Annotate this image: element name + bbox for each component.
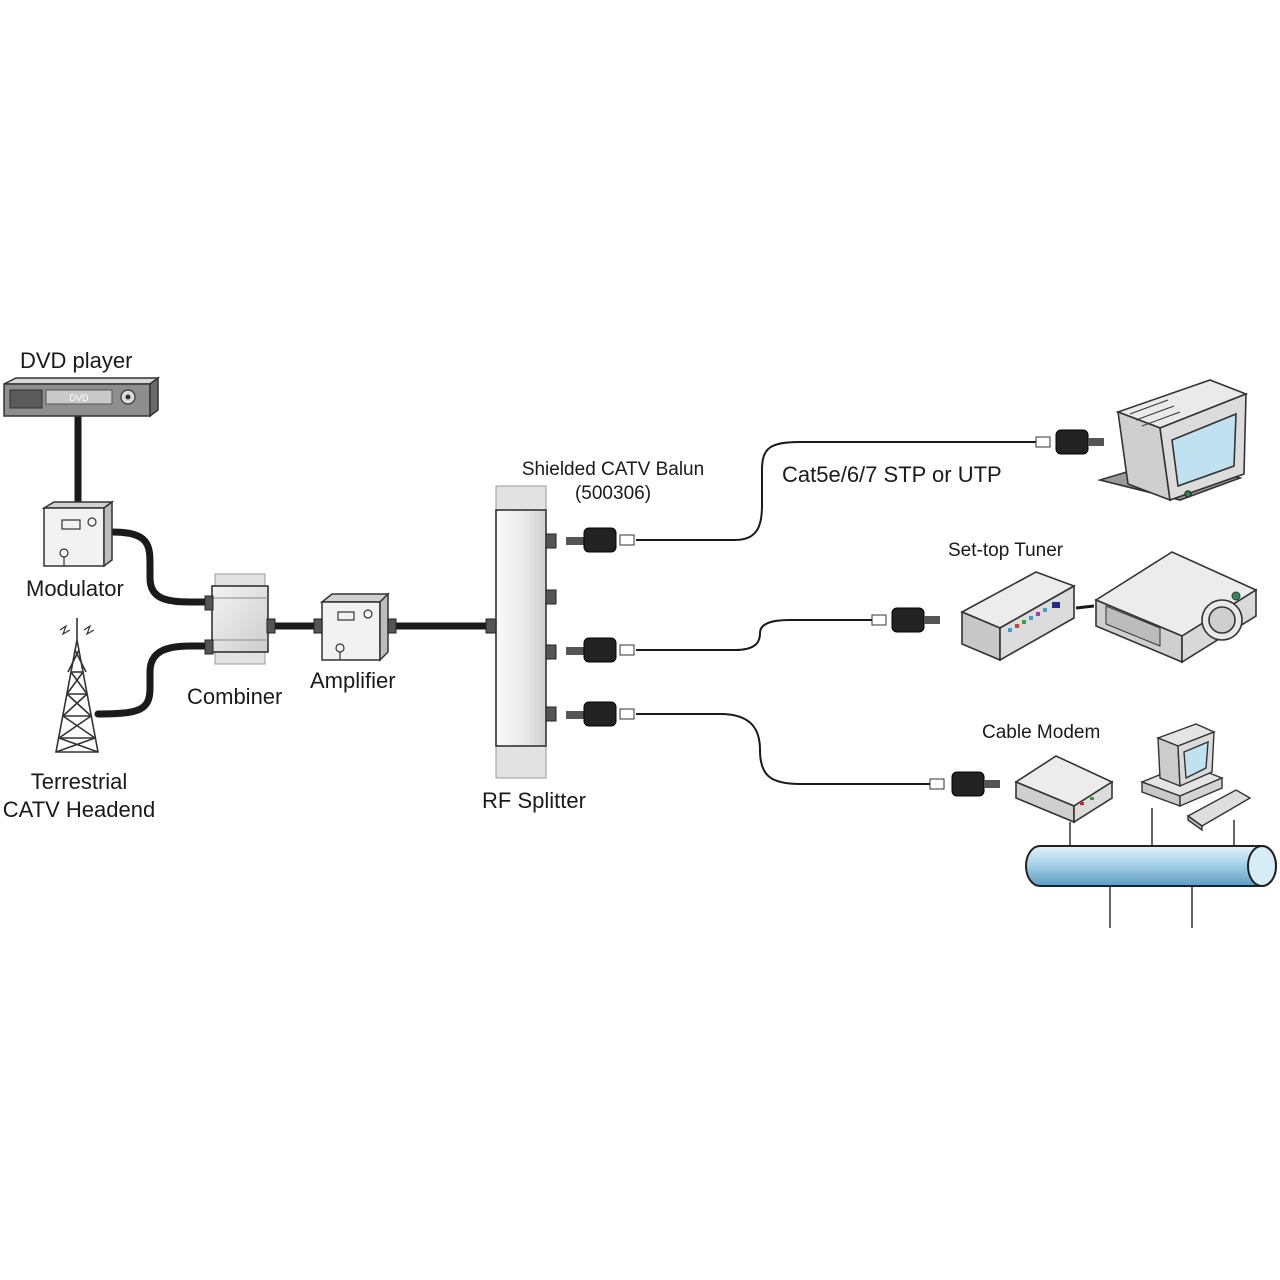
- terrestrial-headend-label: Terrestrial CATV Headend: [0, 768, 158, 823]
- rf-splitter-icon: [485, 485, 557, 779]
- balun-line1: Shielded CATV Balun: [521, 459, 705, 480]
- desktop-computer-icon: [1140, 723, 1252, 832]
- antenna-tower-icon: [55, 618, 99, 753]
- balun-label: Shielded CATV Balun (500306): [510, 458, 716, 506]
- balun-icon: [566, 701, 635, 727]
- balun-icon: [929, 771, 1000, 797]
- modulator-icon: [41, 500, 115, 568]
- terrestrial-line2: CATV Headend: [2, 796, 156, 822]
- cable-type-label: Cat5e/6/7 STP or UTP: [782, 462, 1002, 487]
- balun-line2: (500306): [574, 482, 652, 504]
- coax-cables: [74, 412, 492, 718]
- terrestrial-line1: Terrestrial: [30, 769, 128, 794]
- dvd-player-label: DVD player: [20, 348, 133, 373]
- balun-icon: [871, 607, 940, 633]
- modulator-label: Modulator: [26, 576, 124, 601]
- tp-cable-top: [636, 441, 1036, 541]
- balun-icon: [1035, 429, 1104, 455]
- amplifier-icon: [313, 592, 397, 662]
- balun-icon: [566, 637, 635, 663]
- balun-icon: [566, 527, 635, 553]
- tp-cable-bottom: [636, 713, 930, 785]
- rf-splitter-label: RF Splitter: [482, 788, 586, 813]
- antenna-to-combiner-cable: [94, 642, 216, 718]
- modulator-to-combiner-cable: [108, 528, 216, 606]
- amplifier-label: Amplifier: [310, 668, 396, 693]
- network-bus-icon: [1025, 808, 1277, 928]
- dvd-face-text: DVD: [69, 393, 89, 403]
- cable-modem-icon: [1014, 755, 1114, 824]
- crt-monitor-icon: [1096, 379, 1249, 502]
- set-top-tuner-label: Set-top Tuner: [948, 540, 1064, 561]
- settop-to-projector-cable: [1075, 604, 1095, 610]
- twisted-pair-cables: [636, 441, 1036, 785]
- tp-cable-middle: [636, 619, 872, 651]
- dvd-player-icon: DVD: [3, 376, 161, 418]
- projector-icon: [1094, 551, 1258, 664]
- cable-modem-label: Cable Modem: [982, 722, 1101, 743]
- set-top-box-icon: [960, 571, 1076, 662]
- combiner-icon: [204, 573, 276, 665]
- combiner-label: Combiner: [187, 684, 283, 709]
